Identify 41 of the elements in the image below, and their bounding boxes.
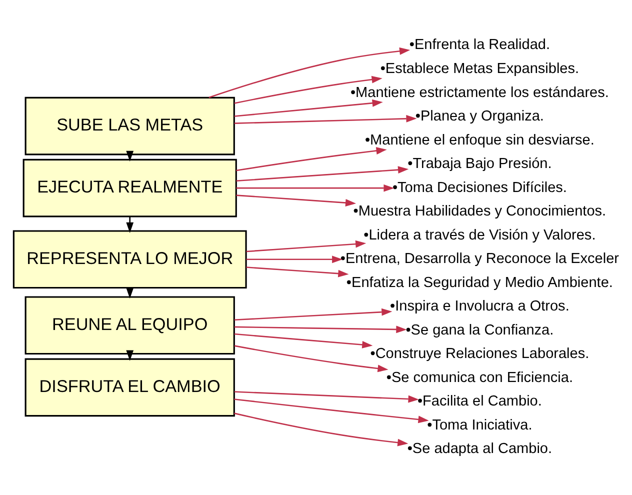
arrow (234, 398, 429, 424)
node-text: •Planea y Organiza. (415, 108, 544, 125)
node-text: •Inspira e Involucra a Otros. (390, 298, 570, 315)
node-text: •Enfatiza la Seguridad y Medio Ambiente. (346, 274, 613, 291)
arrow (236, 166, 409, 182)
arrow (234, 412, 408, 446)
node-box: EJECUTA REALMENTE (22, 158, 237, 218)
arrow (234, 391, 419, 403)
arrow (236, 147, 387, 172)
node-text: •Se adapta al Cambio. (407, 441, 552, 458)
node-text: •Construye Relaciones Laborales. (370, 346, 590, 362)
arrow (234, 345, 388, 372)
arrow (236, 184, 394, 192)
node-text: •Toma Decisiones Difíciles. (392, 180, 567, 196)
arrow (246, 256, 343, 264)
node-text: •Mantiene estrictamente los estándares. (350, 84, 609, 101)
node-text: •Se comunica con Eficiencia. (386, 370, 574, 386)
node-text: •Se gana la Confianza. (406, 322, 554, 338)
node-text: •Entrena, Desarrolla y Reconoce la Exceler (340, 251, 619, 268)
arrow (126, 350, 134, 361)
arrow (236, 194, 356, 206)
arrow (126, 150, 134, 162)
node-box: DISFRUTA EL CAMBIO (24, 358, 235, 417)
node-text: •Toma Iniciativa. (427, 417, 532, 434)
arrow (234, 76, 382, 104)
arrow (234, 333, 373, 348)
arrow (234, 99, 383, 117)
arrow (246, 240, 366, 252)
node-text: •Enfrenta la Realidad. (409, 37, 550, 54)
node-text: •Lidera a través de Visión y Valores. (364, 227, 596, 244)
node-text: •Mantiene el enfoque sin desviarse. (364, 132, 594, 148)
node-text: •Trabaja Bajo Presión. (408, 156, 552, 172)
arrow (208, 47, 410, 98)
node-text: •Establece Metas Expansibles. (380, 60, 580, 77)
arrow (234, 115, 417, 124)
node-text: •Muestra Habilidades y Conocimientos. (353, 204, 606, 220)
arrow (246, 266, 349, 278)
arrow (234, 326, 407, 334)
arrow (234, 308, 392, 321)
node-text: •Facilita el Cambio. (417, 394, 542, 410)
arrow (126, 216, 134, 233)
